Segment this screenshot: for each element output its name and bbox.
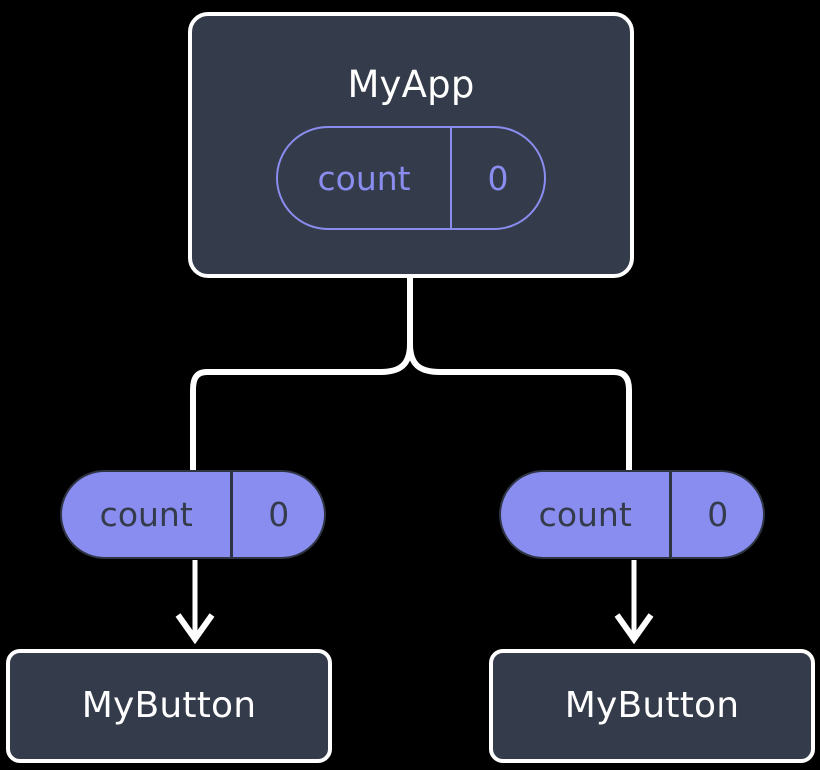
component-title-myapp: MyApp	[347, 63, 475, 106]
component-box-mybutton-right[interactable]: MyButton	[489, 649, 815, 763]
edge-root-to-left-state	[190, 343, 413, 472]
state-pill-right[interactable]: count 0	[499, 470, 765, 559]
state-pill-root[interactable]: count 0	[276, 126, 546, 230]
edge-root-to-right-state	[407, 343, 632, 472]
state-pill-root-value: 0	[450, 128, 544, 228]
state-pill-root-name: count	[317, 158, 411, 198]
component-title-mybutton-left: MyButton	[81, 685, 257, 726]
state-pill-right-name: count	[538, 495, 632, 534]
component-box-mybutton-left[interactable]: MyButton	[6, 649, 332, 763]
arrow-right-head	[614, 613, 654, 645]
state-pill-left-value: 0	[230, 472, 324, 557]
arrow-left-head	[175, 613, 215, 645]
component-title-mybutton-right: MyButton	[564, 685, 740, 726]
state-pill-right-value: 0	[669, 472, 763, 557]
state-pill-left[interactable]: count 0	[60, 470, 326, 559]
state-pill-left-name: count	[99, 495, 193, 534]
